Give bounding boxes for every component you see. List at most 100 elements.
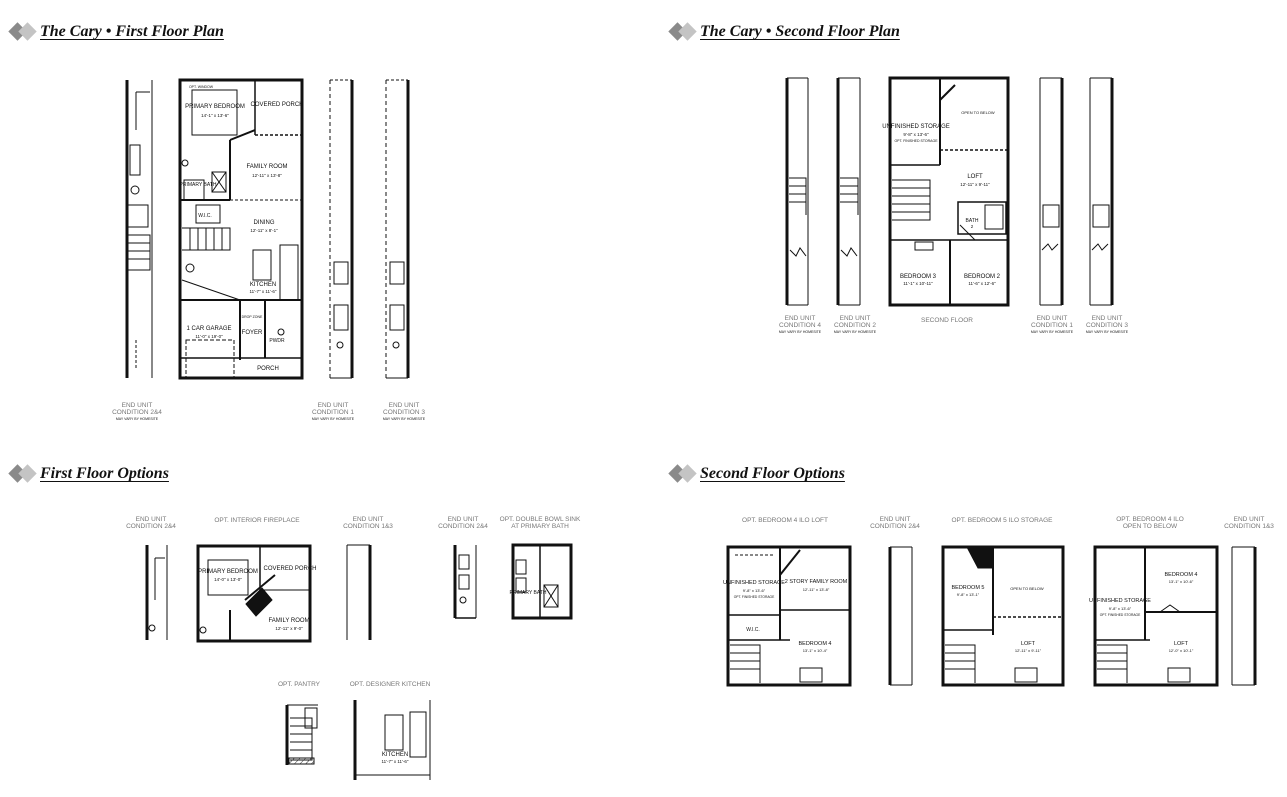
opt-caption-end-unit-13c-line2: CONDITION 1&3 — [1224, 523, 1274, 530]
opt-caption-end-unit-24b-line1: END UNIT — [448, 516, 479, 523]
window-note: OPT. WINDOW — [189, 85, 214, 89]
caption-end-unit-3-line2: CONDITION 3 — [1086, 322, 1128, 329]
room-family-room: FAMILY ROOM — [246, 164, 287, 170]
opt-room-family-room-dim: 12'-11" x 9'-0" — [275, 626, 303, 631]
first-floor-labels: OPT. WINDOW PRIMARY BEDROOM 14'-1" x 13'… — [112, 85, 426, 421]
room-primary-bedroom-dim: 14'-1" x 13'-6" — [201, 113, 229, 118]
opt-room-loft-b-dim: 12'-0" x 10'-1" — [1169, 648, 1194, 653]
opt-room-open-below: OPEN TO BELOW — [1010, 586, 1044, 591]
end-unit-strip-1b — [1039, 77, 1064, 306]
opt-caption-end-unit-24b-line2: CONDITION 2&4 — [438, 523, 488, 530]
opt-room-kitchen: KITCHEN — [382, 752, 408, 758]
opt-room-storage-note: OPT. FINISHED STORAGE — [734, 595, 775, 599]
room-loft-dim: 12'-11" x 9'-11" — [960, 182, 990, 187]
room-bath-number: 2 — [971, 224, 974, 229]
opt-caption-bedroom5-storage: OPT. BEDROOM 5 ILO STORAGE — [951, 517, 1053, 524]
opt-caption-end-unit-24c-line2: CONDITION 2&4 — [870, 523, 920, 530]
opt-caption-end-unit-13-line2: CONDITION 1&3 — [343, 523, 393, 530]
second-floor-plan — [785, 76, 1114, 307]
caption-end-unit-1-line2: CONDITION 1 — [312, 409, 354, 416]
caption-end-unit-3-line1: END UNIT — [389, 402, 420, 409]
opt-caption-pantry: OPT. PANTRY — [278, 681, 321, 688]
storage-corner-fill — [967, 548, 994, 569]
room-pwdr: PWDR — [269, 338, 285, 344]
first-floor-plan-title: The Cary • First Floor Plan — [8, 20, 224, 44]
room-dining: DINING — [254, 220, 275, 226]
option-end-unit-24b — [453, 545, 477, 619]
opt-room-bedroom-4b-dim: 13'-1" x 10'-6" — [1169, 579, 1194, 584]
room-wic: W.I.C. — [198, 213, 212, 219]
caption-end-unit-2-line2: CONDITION 2 — [834, 322, 876, 329]
caption-end-unit-1-line1: END UNIT — [1037, 315, 1068, 322]
room-covered-porch: COVERED PORCH — [250, 102, 303, 108]
option-double-bowl-sink — [511, 543, 573, 620]
caption-may-vary: MAY VARY BY HOMESITE — [834, 330, 877, 334]
opt-caption-double-bowl-line2: AT PRIMARY BATH — [511, 523, 569, 530]
first-floor-options-labels: END UNIT CONDITION 2&4 OPT. INTERIOR FIR… — [126, 516, 581, 764]
opt-room-wic: W.I.C. — [746, 627, 760, 633]
opt-room-storage-note-b: OPT. FINISHED STORAGE — [1100, 613, 1141, 617]
room-drop-zone: DROP ZONE — [242, 315, 263, 319]
room-open-below: OPEN TO BELOW — [961, 110, 995, 115]
caption-may-vary: MAY VARY BY HOMESITE — [383, 417, 426, 421]
first-floor-main — [178, 78, 304, 380]
opt-room-loft-b: LOFT — [1174, 641, 1189, 647]
opt-room-primary-bedroom-dim: 14'-0" x 13'-0" — [214, 577, 242, 582]
option-bedroom4-loft — [726, 545, 852, 687]
caption-end-unit-3-line2: CONDITION 3 — [383, 409, 425, 416]
first-floor-options-title: First Floor Options — [8, 462, 169, 486]
opt-room-loft-dim: 12'-11" x 9'-11" — [1015, 648, 1042, 653]
caption-may-vary: MAY VARY BY HOMESITE — [116, 417, 159, 421]
room-bedroom-2: BEDROOM 2 — [964, 274, 1001, 280]
end-unit-strip-2 — [836, 77, 861, 306]
room-dining-dim: 12'-11" x 8'-1" — [250, 228, 278, 233]
opt-caption-end-unit-13c-line1: END UNIT — [1234, 516, 1265, 523]
first-floor-options-drawings — [145, 543, 573, 780]
room-kitchen: KITCHEN — [250, 282, 276, 288]
end-unit-strip-24 — [125, 80, 153, 378]
opt-room-primary-bedroom: PRIMARY BEDROOM — [198, 569, 258, 575]
room-storage-dim: 9'-8" x 13'-6" — [903, 132, 929, 137]
room-loft: LOFT — [967, 174, 983, 180]
opt-room-loft: LOFT — [1021, 641, 1036, 647]
room-bedroom-3-dim: 11'-1" x 10'-11" — [903, 281, 933, 286]
caption-may-vary: MAY VARY BY HOMESITE — [779, 330, 822, 334]
caption-end-unit-3-line1: END UNIT — [1092, 315, 1123, 322]
option-end-unit-13c — [1231, 546, 1257, 686]
end-unit-strip-3b — [1089, 77, 1114, 306]
room-bath: BATH — [966, 218, 979, 224]
option-interior-fireplace — [196, 544, 312, 643]
opt-room-bedroom-4b: BEDROOM 4 — [1164, 572, 1197, 578]
opt-room-unfinished-storage: UNFINISHED STORAGE — [723, 580, 785, 586]
opt-caption-end-unit-13-line1: END UNIT — [353, 516, 384, 523]
caption-end-unit-1-line2: CONDITION 1 — [1031, 322, 1073, 329]
room-unfinished-storage: UNFINISHED STORAGE — [882, 124, 950, 130]
opt-caption-double-bowl-line1: OPT. DOUBLE BOWL SINK — [500, 516, 581, 523]
option-end-unit-13 — [346, 544, 372, 640]
pantry-hatch — [288, 757, 315, 765]
room-kitchen-dim: 11'-7" x 11'-6" — [249, 289, 276, 294]
second-floor-options-labels: OPT. BEDROOM 4 ILO LOFT END UNIT CONDITI… — [723, 516, 1274, 653]
opt-room-family-room: FAMILY ROOM — [268, 618, 309, 624]
opt-caption-bedroom4-loft: OPT. BEDROOM 4 ILO LOFT — [742, 517, 828, 524]
caption-second-floor: SECOND FLOOR — [921, 317, 973, 324]
room-bedroom-3: BEDROOM 3 — [900, 274, 937, 280]
room-garage-dim: 11'-0" x 19'-0" — [195, 334, 223, 339]
second-floor-plan-title: The Cary • Second Floor Plan — [668, 20, 900, 44]
end-unit-strip-4 — [785, 77, 809, 306]
room-porch: PORCH — [257, 366, 279, 372]
opt-room-unfinished-storage-b: UNFINISHED STORAGE — [1089, 598, 1151, 604]
opt-caption-bedroom4-open-line1: OPT. BEDROOM 4 ILO — [1116, 516, 1184, 523]
caption-end-unit-24-line2: CONDITION 2&4 — [112, 409, 162, 416]
option-bedroom5-storage — [941, 545, 1065, 687]
end-unit-strip-1 — [329, 79, 354, 379]
option-end-unit-24 — [145, 545, 168, 640]
room-storage-note: OPT. FINISHED STORAGE — [894, 139, 938, 143]
opt-room-bedroom-4: BEDROOM 4 — [798, 641, 831, 647]
opt-room-2-story-family-dim: 12'-11" x 13'-8" — [803, 587, 830, 592]
caption-end-unit-2-line1: END UNIT — [840, 315, 871, 322]
opt-caption-end-unit-24c-line1: END UNIT — [880, 516, 911, 523]
opt-room-bedroom-5-dim: 9'-8" x 13'-1" — [957, 592, 980, 597]
opt-caption-designer-kitchen: OPT. DESIGNER KITCHEN — [350, 681, 431, 688]
opt-caption-end-unit-24-line1: END UNIT — [136, 516, 167, 523]
